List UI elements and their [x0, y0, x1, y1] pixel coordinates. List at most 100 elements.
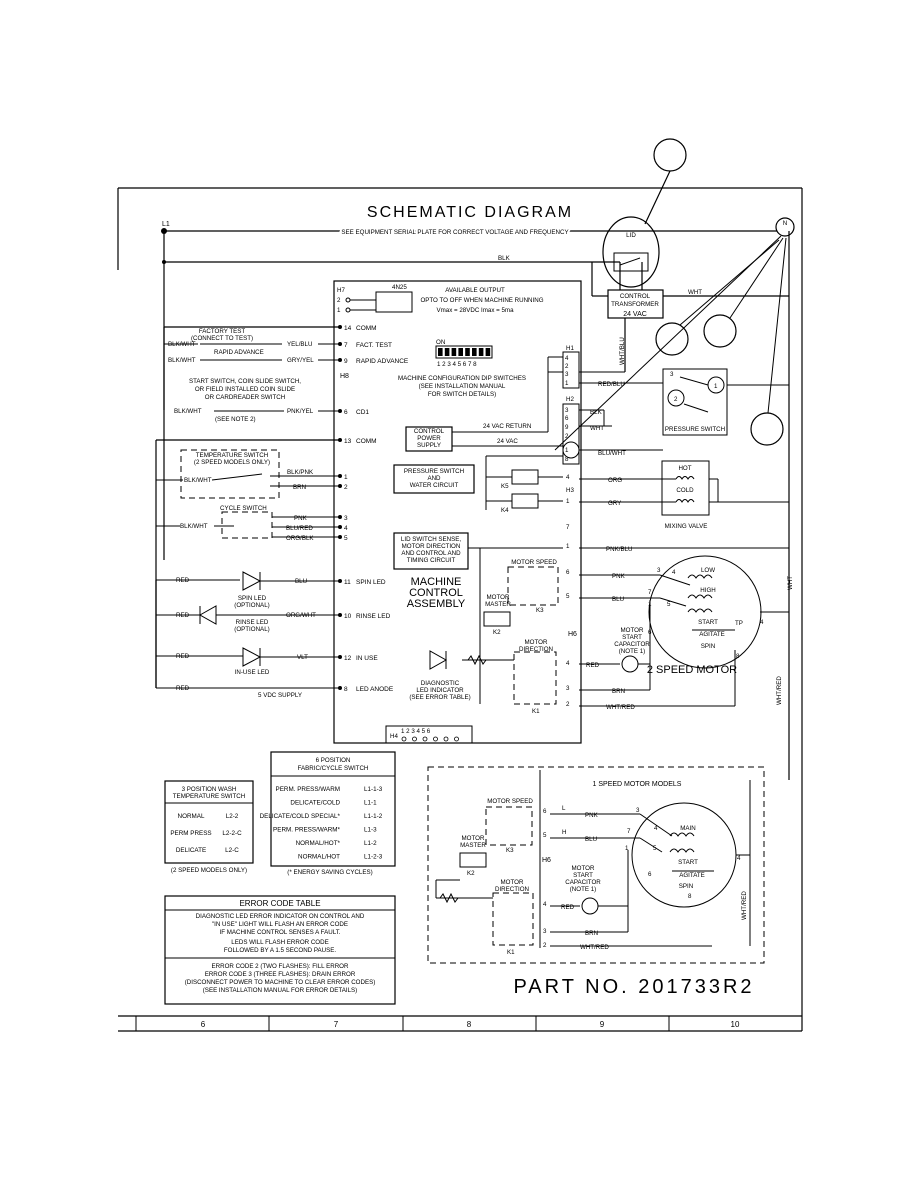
fabric-cycle-setting: NORMAL/HOT*	[296, 840, 341, 847]
svg-text:4: 4	[566, 660, 570, 667]
svg-text:4: 4	[760, 619, 764, 626]
rinse-led-icon	[198, 605, 217, 625]
svg-text:DIAGNOSTIC LED ERROR INDICATOR: DIAGNOSTIC LED ERROR INDICATOR ON CONTRO…	[196, 913, 365, 936]
lid-switch-outline	[602, 216, 660, 288]
svg-text:K1: K1	[532, 708, 540, 715]
h4-connector: H4 1 2 3 4 5 6	[385, 725, 473, 744]
svg-text:PNK: PNK	[612, 573, 626, 580]
svg-text:COLD: COLD	[676, 487, 694, 494]
svg-text:BRN: BRN	[293, 484, 306, 491]
svg-text:PNK/YEL: PNK/YEL	[287, 408, 314, 415]
svg-text:5: 5	[543, 832, 547, 839]
diagnostic-led-icon	[429, 650, 448, 670]
spin-led-icon	[242, 571, 262, 591]
svg-text:L: L	[562, 805, 566, 812]
svg-text:MOTOR SPEED: MOTOR SPEED	[511, 559, 557, 566]
spin-led-label: SPIN LED(OPTIONAL)	[234, 595, 269, 609]
h8-pin-number: 7	[344, 342, 348, 349]
svg-text:H: H	[562, 829, 566, 836]
h4-pin	[454, 736, 459, 742]
svg-text:6: 6	[566, 569, 570, 576]
grid-label-10: 10	[731, 1020, 740, 1029]
dip-switch-cell	[458, 348, 463, 356]
svg-text:2: 2	[565, 363, 569, 370]
svg-text:WHT: WHT	[787, 576, 794, 590]
svg-text:2: 2	[337, 297, 341, 304]
h8-pin-number: 5	[344, 535, 348, 542]
h8-pin-number: 2	[344, 484, 348, 491]
svg-text:PNK: PNK	[294, 515, 308, 522]
svg-text:1: 1	[565, 380, 569, 387]
dip-switch-cell	[438, 348, 443, 356]
callout-circles	[554, 138, 787, 451]
svg-text:K4: K4	[501, 507, 509, 514]
led-section: RED BLU SPIN LED(OPTIONAL) RED ORG/WHT R…	[155, 571, 340, 699]
cycle-switch-label: CYCLE SWITCH	[220, 505, 267, 512]
callout-circle	[653, 138, 687, 172]
mixing-valve: HOT COLD MIXING VALVE	[661, 460, 789, 530]
transformer-voltage: 24 VAC	[623, 311, 647, 318]
svg-text:1: 1	[714, 383, 718, 390]
svg-text:BLK/WHT: BLK/WHT	[168, 357, 196, 364]
svg-text:24 VAC: 24 VAC	[497, 438, 518, 445]
grid-label-9: 9	[600, 1020, 605, 1029]
svg-text:9: 9	[565, 424, 569, 431]
svg-text:WHT/RED: WHT/RED	[580, 944, 609, 951]
svg-text:3: 3	[565, 371, 569, 378]
l1-label: L1	[162, 221, 170, 228]
svg-text:AGITATE: AGITATE	[699, 631, 725, 638]
svg-text:3: 3	[670, 371, 674, 378]
svg-text:3: 3	[636, 807, 640, 814]
svg-text:MAIN: MAIN	[680, 825, 695, 832]
two-speed-motor-label: 2 SPEED MOTOR	[647, 664, 737, 676]
fabric-cycle-code: L1-2	[364, 840, 377, 847]
svg-text:H4: H4	[390, 733, 398, 740]
h8-pin-name: IN USE	[356, 655, 378, 662]
svg-text:AGITATE: AGITATE	[679, 872, 705, 879]
svg-text:5: 5	[667, 601, 671, 608]
power-bus: L1 SEE EQUIPMENT SERIAL PLATE FOR CORREC…	[161, 217, 795, 780]
svg-text:RED: RED	[176, 653, 190, 660]
svg-text:WHT/RED: WHT/RED	[741, 891, 748, 920]
h4-pin	[412, 736, 417, 742]
two-speed-motor: LOW HIGH START AGITATE SPIN TP 3 4 7 1 5…	[614, 555, 794, 706]
svg-text:VLT: VLT	[297, 654, 308, 661]
svg-text:7: 7	[648, 589, 652, 596]
fabric-cycle-setting: NORMAL/HOT	[298, 854, 340, 861]
svg-text:BLK/PNK: BLK/PNK	[287, 469, 314, 476]
svg-text:ORG/BLK: ORG/BLK	[286, 535, 314, 542]
svg-text:WHT/RED: WHT/RED	[606, 704, 635, 711]
svg-text:1: 1	[565, 447, 569, 454]
svg-text:6: 6	[565, 415, 569, 422]
lid-switch-label: LID	[626, 232, 636, 239]
svg-text:HIGH: HIGH	[700, 587, 715, 594]
fabric-cycle-setting: PERM. PRESS/WARM	[276, 786, 341, 793]
grid-label-7: 7	[334, 1020, 339, 1029]
svg-text:K1: K1	[507, 949, 515, 956]
svg-text:TP: TP	[735, 620, 743, 627]
svg-text:6: 6	[648, 871, 652, 878]
svg-text:1: 1	[625, 845, 629, 852]
svg-text:RED: RED	[586, 662, 600, 669]
svg-text:1: 1	[566, 543, 570, 550]
factory-test-label: FACTORY TEST(CONNECT TO TEST)	[191, 328, 253, 342]
svg-text:WHT: WHT	[590, 425, 604, 432]
opto-chip-label: 4N25	[392, 284, 407, 291]
dip-switch-cell	[444, 348, 450, 356]
h7-label: H7	[337, 287, 345, 294]
